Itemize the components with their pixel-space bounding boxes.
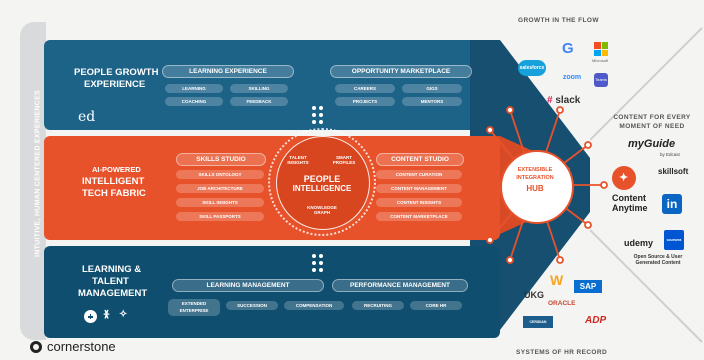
connector-dot xyxy=(319,120,323,124)
ltm-title-1: LEARNING & xyxy=(82,264,142,275)
linkedin-logo: in xyxy=(662,194,682,214)
learning-management-header: LEARNING MANAGEMENT xyxy=(172,279,324,292)
hub-label-1: EXTENSIBLE xyxy=(517,167,553,173)
connector-dot xyxy=(312,261,316,265)
knowledge-graph-label: KNOWLEDGE GRAPH xyxy=(307,205,337,215)
slack-logo: # slack xyxy=(547,95,581,106)
microsoft-label: Microsoft xyxy=(592,58,609,63)
edcast-label: by Edcast xyxy=(660,152,680,157)
integration-hub-circle xyxy=(500,150,574,224)
connector-dot xyxy=(319,261,323,265)
skills-studio-item: SKILLS ONTOLOGY xyxy=(176,170,264,179)
connector-dot xyxy=(319,106,323,110)
succession-item: SUCCESSION xyxy=(226,301,278,310)
oracle-logo: ORACLE xyxy=(548,300,576,307)
content-studio-header: CONTENT STUDIO xyxy=(376,153,464,166)
tech-fabric-title-3: TECH FABRIC xyxy=(82,188,146,199)
skilling-item: SKILLING xyxy=(230,84,288,93)
content-anytime-label-1: Content xyxy=(612,193,646,203)
microsoft-logo xyxy=(594,42,608,56)
ceridian-logo: CERIDIAN xyxy=(523,316,553,328)
content-header-2: MOMENT OF NEED xyxy=(619,123,685,130)
hub-label-3: HUB xyxy=(526,184,544,193)
salesforce-logo: salesforce xyxy=(518,60,546,76)
connector-dot xyxy=(312,120,316,124)
learning-talent-band xyxy=(44,246,500,338)
sparkle-icon: ✧ xyxy=(119,309,128,320)
connector-dot xyxy=(319,254,323,258)
opportunity-marketplace-header: OPPORTUNITY MARKETPLACE xyxy=(330,65,472,78)
learning-experience-header: LEARNING EXPERIENCE xyxy=(162,65,294,78)
teams-logo: Teams xyxy=(594,73,608,87)
side-band xyxy=(20,22,46,340)
content-studio-item: CONTENT CURATION xyxy=(376,170,462,179)
recruiting-item: RECRUITING xyxy=(352,301,404,310)
skills-studio-item: SKILL PASSPORTS xyxy=(176,212,264,221)
compensation-item: COMPENSATION xyxy=(284,301,344,310)
people-growth-band xyxy=(44,40,500,130)
learning-item: LEARNING xyxy=(165,84,223,93)
core-hr-item: CORE HR xyxy=(410,301,462,310)
smart-profiles-label: SMART PROFILES xyxy=(332,155,356,165)
ltm-title-2: TALENT xyxy=(92,276,129,287)
adp-logo: ADP xyxy=(585,315,607,326)
cornerstone-wordmark: cornerstone xyxy=(47,339,116,354)
ed-brand-mark: ed xyxy=(78,109,96,125)
content-anytime-icon: ✦ xyxy=(612,166,636,190)
people-intelligence-outer-ring xyxy=(268,128,376,236)
divider-lines xyxy=(590,27,703,343)
connector-dot xyxy=(312,254,316,258)
ukg-logo: UKG xyxy=(524,290,544,300)
gigs-item: GIGS xyxy=(402,84,462,93)
connector-dot xyxy=(312,106,316,110)
hub-label-2: INTEGRATION xyxy=(516,175,554,181)
workday-logo: W xyxy=(550,272,564,288)
content-header-1: CONTENT FOR EVERY xyxy=(613,114,691,121)
mentors-item: MENTORS xyxy=(402,97,462,106)
cornerstone-logo-icon xyxy=(30,341,42,353)
feedback-item: FEEDBACK xyxy=(230,97,288,106)
content-studio-item: CONTENT INSIGHTS xyxy=(376,198,462,207)
google-logo: G xyxy=(562,40,574,57)
connector-dot xyxy=(319,268,323,272)
intelligence-label: INTELLIGENCE xyxy=(292,184,352,193)
performance-management-header: PERFORMANCE MANAGEMENT xyxy=(332,279,468,292)
skillsoft-logo: skillsoft xyxy=(658,167,689,176)
skills-studio-item: JOB ARCHITECTURE xyxy=(176,184,264,193)
people-label: PEOPLE xyxy=(303,174,341,184)
udemy-logo: udemy xyxy=(624,238,654,248)
extended-enterprise-item: EXTENDED ENTERPRISE xyxy=(168,299,220,316)
connector-dot xyxy=(312,113,316,117)
side-label: INTUITIVE, HUMAN CENTERED EXPERIENCES xyxy=(34,89,42,258)
skills-studio-item: SKILL INSIGHTS xyxy=(176,198,264,207)
tech-fabric-title-2: INTELLIGENT xyxy=(82,176,145,187)
ltm-title-3: MANAGEMENT xyxy=(78,288,148,299)
open-source-label: Open Source & User Generated Content xyxy=(633,254,683,266)
content-studio-item: CONTENT MANAGEMENT xyxy=(376,184,462,193)
spark-icon: ᚕ xyxy=(104,309,109,320)
myguide-logo: myGuide xyxy=(628,138,676,150)
coursera-logo: coursera xyxy=(664,230,684,250)
careers-item: CAREERS xyxy=(335,84,395,93)
growth-header: GROWTH IN THE FLOW xyxy=(518,17,599,24)
connector-dot xyxy=(312,268,316,272)
zoom-logo: zoom xyxy=(562,74,582,81)
talent-insights-label: TALENT INSIGHTS xyxy=(287,155,309,165)
content-anytime-label-2: Anytime xyxy=(612,203,648,213)
people-growth-title-2: EXPERIENCE xyxy=(84,79,146,90)
people-intelligence-circle xyxy=(276,136,370,230)
content-studio-item: CONTENT MARKETPLACE xyxy=(376,212,462,221)
tech-fabric-title-1: AI-POWERED xyxy=(92,165,141,174)
plus-circle-icon xyxy=(84,310,97,323)
hr-header: SYSTEMS OF HR RECORD xyxy=(516,349,608,356)
coaching-item: COACHING xyxy=(165,97,223,106)
sap-logo: SAP xyxy=(574,280,602,293)
connector-dot xyxy=(319,113,323,117)
projects-item: PROJECTS xyxy=(335,97,395,106)
people-growth-title-1: PEOPLE GROWTH xyxy=(74,67,159,78)
skills-studio-header: SKILLS STUDIO xyxy=(176,153,266,166)
